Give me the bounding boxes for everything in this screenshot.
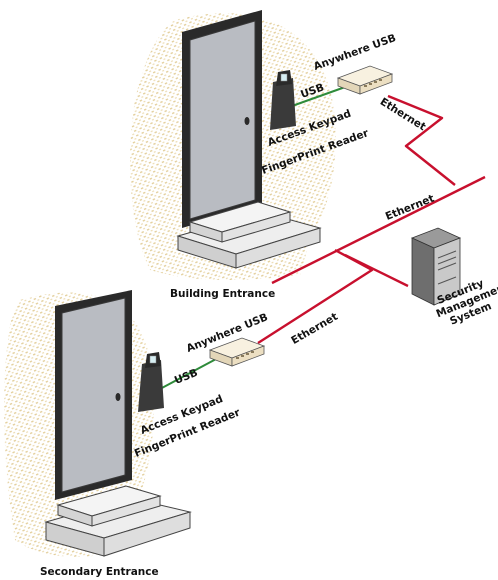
fingerprint-reader-bottom-icon bbox=[138, 352, 164, 412]
anywhere-usb-hub-top-icon bbox=[336, 65, 394, 95]
secondary-entrance-label: Secondary Entrance bbox=[40, 566, 159, 578]
door-handle bbox=[244, 117, 250, 125]
building-entrance-label: Building Entrance bbox=[170, 288, 276, 300]
usb-cables bbox=[159, 85, 349, 390]
ethernet-top-cable bbox=[387, 94, 456, 186]
fingerprint-reader-top-icon bbox=[270, 70, 296, 130]
usb-cable-bottom bbox=[159, 357, 219, 390]
ethernet-backbone-line bbox=[271, 175, 486, 285]
server-tower-icon bbox=[410, 227, 462, 306]
building-entrance-door bbox=[176, 10, 322, 269]
ethernet-network bbox=[257, 94, 486, 345]
usb-cable-top bbox=[291, 85, 349, 107]
secondary-entrance-door bbox=[44, 290, 192, 557]
door-handle bbox=[115, 393, 121, 401]
ethernet-bottom-cable bbox=[257, 248, 374, 345]
anywhere-usb-hub-bottom-icon bbox=[208, 337, 266, 367]
